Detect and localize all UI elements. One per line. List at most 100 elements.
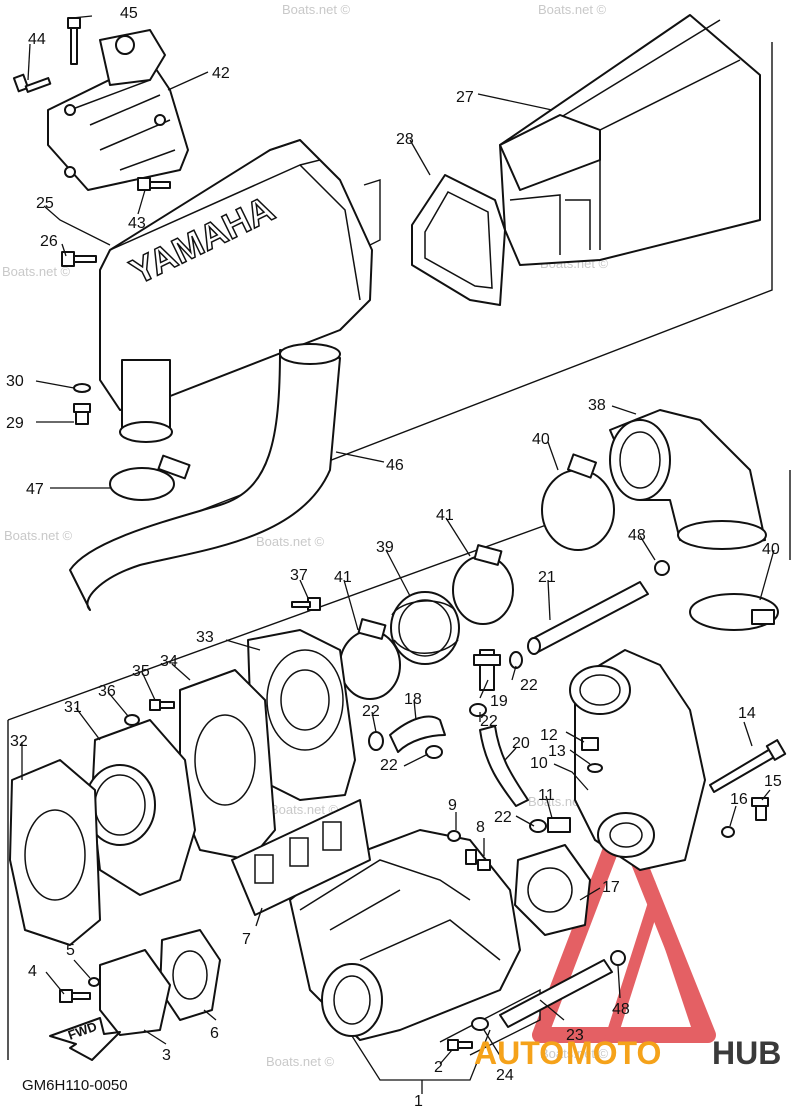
watermark: Boats.net © xyxy=(270,802,339,817)
callout-32: 32 xyxy=(10,733,28,750)
pipe xyxy=(499,959,613,1028)
elbow-pipe xyxy=(609,409,767,550)
hose-clamp xyxy=(541,453,615,551)
callout-45: 45 xyxy=(120,5,138,22)
callout-37: 37 xyxy=(290,567,308,584)
washer xyxy=(88,977,100,987)
gasket xyxy=(9,759,101,946)
gasket xyxy=(231,799,371,916)
callout-4: 4 xyxy=(28,963,37,980)
o-ring xyxy=(587,763,603,773)
logo-triangle xyxy=(532,812,716,1043)
callout-28: 28 xyxy=(396,131,414,148)
callout-26: 26 xyxy=(40,233,58,250)
callout-23: 23 xyxy=(566,1027,584,1044)
bolt xyxy=(751,797,769,821)
bolt xyxy=(59,989,91,1003)
watermark: Boats.net © xyxy=(2,264,71,279)
bolt xyxy=(149,699,175,711)
callout-41: 41 xyxy=(334,569,352,586)
callout-12: 12 xyxy=(540,727,558,744)
callout-39: 39 xyxy=(376,539,394,556)
callout-3: 3 xyxy=(162,1047,171,1064)
callout-17: 17 xyxy=(602,879,620,896)
intake-manifold xyxy=(289,829,521,1041)
hose-clamp xyxy=(469,703,487,717)
hose-clamp xyxy=(529,819,547,833)
callout-48: 48 xyxy=(628,527,646,544)
callout-43: 43 xyxy=(128,215,146,232)
callout-8: 8 xyxy=(476,819,485,836)
callout-22: 22 xyxy=(380,757,398,774)
callout-numbers: 1 2 3 4 5 6 7 8 9 10 11 12 13 14 15 16 1… xyxy=(6,5,782,1110)
gasket xyxy=(411,174,506,306)
callout-24: 24 xyxy=(496,1067,514,1084)
callout-44: 44 xyxy=(28,31,46,48)
callout-22: 22 xyxy=(480,713,498,730)
cover xyxy=(99,949,171,1036)
pipe xyxy=(527,581,649,655)
callout-6: 6 xyxy=(210,1025,219,1042)
callout-15: 15 xyxy=(764,773,782,790)
gasket xyxy=(159,929,221,1021)
callout-14: 14 xyxy=(738,705,756,722)
watermark: Boats.net © xyxy=(256,534,325,549)
callout-18: 18 xyxy=(404,691,422,708)
washer xyxy=(124,714,140,726)
bolt xyxy=(447,1039,473,1051)
callout-40: 40 xyxy=(762,541,780,558)
callout-21: 21 xyxy=(538,569,556,586)
housing xyxy=(84,719,196,896)
washer xyxy=(447,830,461,842)
hose-clamp xyxy=(339,618,401,700)
bolt xyxy=(709,739,787,793)
hose xyxy=(479,725,529,807)
callout-2: 2 xyxy=(434,1059,443,1076)
intake-duct xyxy=(499,14,761,266)
callout-16: 16 xyxy=(730,791,748,808)
fitting xyxy=(473,649,501,691)
callout-38: 38 xyxy=(588,397,606,414)
washer xyxy=(73,383,91,393)
callout-34: 34 xyxy=(160,653,178,670)
callout-10: 10 xyxy=(530,755,548,772)
fwd-arrow: FWD xyxy=(49,1017,121,1061)
callout-35: 35 xyxy=(132,663,150,680)
callout-5: 5 xyxy=(66,942,75,959)
bracket xyxy=(47,29,189,191)
watermark: Boats.net © xyxy=(282,2,351,17)
callout-33: 33 xyxy=(196,629,214,646)
hose-clamp xyxy=(689,593,779,631)
washer xyxy=(721,826,735,838)
hose xyxy=(389,715,446,753)
watermark: Boats.net © xyxy=(4,528,73,543)
bolt xyxy=(67,17,81,65)
elbow-pipe xyxy=(569,649,706,871)
callout-22: 22 xyxy=(520,677,538,694)
fitting xyxy=(547,817,571,833)
callout-13: 13 xyxy=(548,743,566,760)
bolt xyxy=(61,251,97,267)
callout-22: 22 xyxy=(362,703,380,720)
callout-47: 47 xyxy=(26,481,44,498)
hose-clamp xyxy=(509,651,523,669)
callout-9: 9 xyxy=(448,797,457,814)
callout-11: 11 xyxy=(538,787,555,804)
callout-46: 46 xyxy=(386,457,404,474)
bolt xyxy=(137,177,171,191)
callout-42: 42 xyxy=(212,65,230,82)
coupling xyxy=(390,591,460,665)
clip xyxy=(610,950,626,966)
plug xyxy=(581,737,599,751)
intake-silencer: YAMAHA xyxy=(99,139,373,443)
gasket xyxy=(514,844,591,936)
bolt xyxy=(73,403,91,425)
callout-1: 1 xyxy=(414,1093,423,1110)
callout-7: 7 xyxy=(242,931,251,948)
callout-40: 40 xyxy=(532,431,550,448)
logo-text-auto: AUTO xyxy=(474,1035,564,1071)
callout-25: 25 xyxy=(36,195,54,212)
logo-text-hub: HUB xyxy=(712,1035,781,1071)
watermark: Boats.net © xyxy=(540,1046,609,1061)
